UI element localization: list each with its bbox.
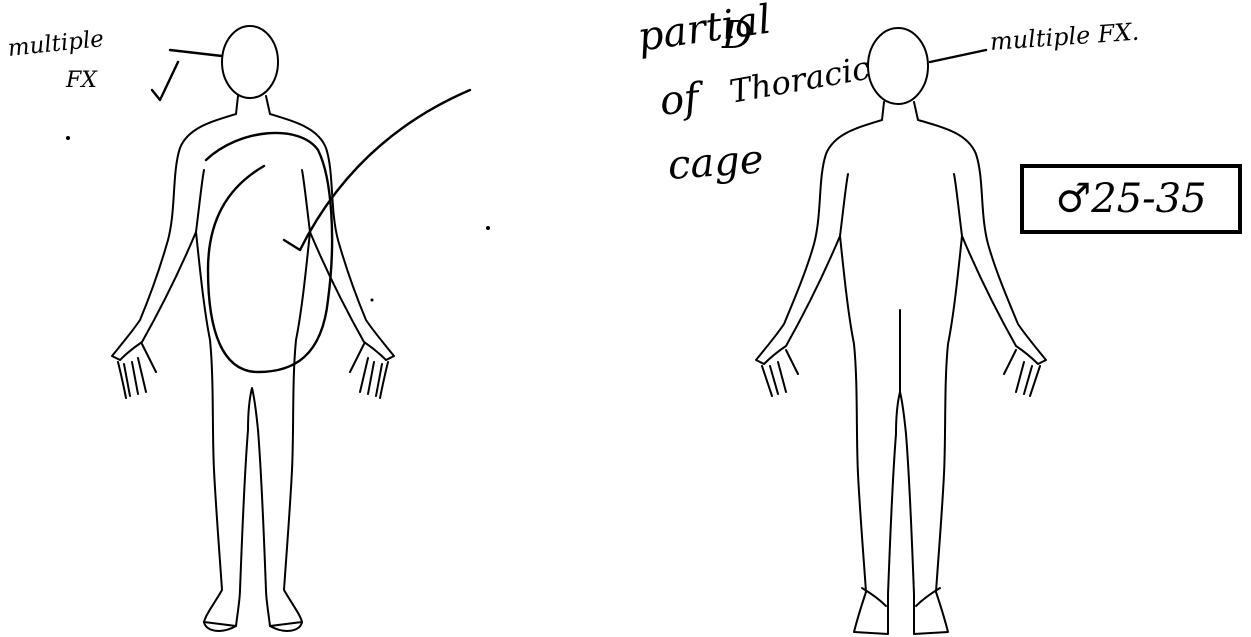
- sex-age-box: ♂25-35: [1020, 164, 1242, 234]
- posterior-body-figure: [756, 28, 1046, 634]
- leader-line-left-head: [170, 50, 222, 56]
- ink-dot: [371, 299, 374, 302]
- ink-dot: [66, 136, 70, 140]
- injury-markings: [66, 50, 986, 372]
- anterior-body-figure: [112, 26, 394, 631]
- leader-line-right-head: [930, 50, 986, 62]
- left-head-note-line2: FX: [66, 70, 97, 92]
- sex-age-label: ♂25-35: [1055, 179, 1206, 219]
- thoracic-circle: [206, 133, 332, 372]
- thoracic-note-line4: cage: [667, 139, 765, 186]
- thoracic-note-line2: of: [658, 78, 701, 122]
- check-mark: [152, 62, 178, 100]
- ink-dot: [486, 226, 490, 230]
- thoracic-note-symbol: D: [722, 16, 752, 54]
- leader-line-thoracic: [284, 90, 470, 250]
